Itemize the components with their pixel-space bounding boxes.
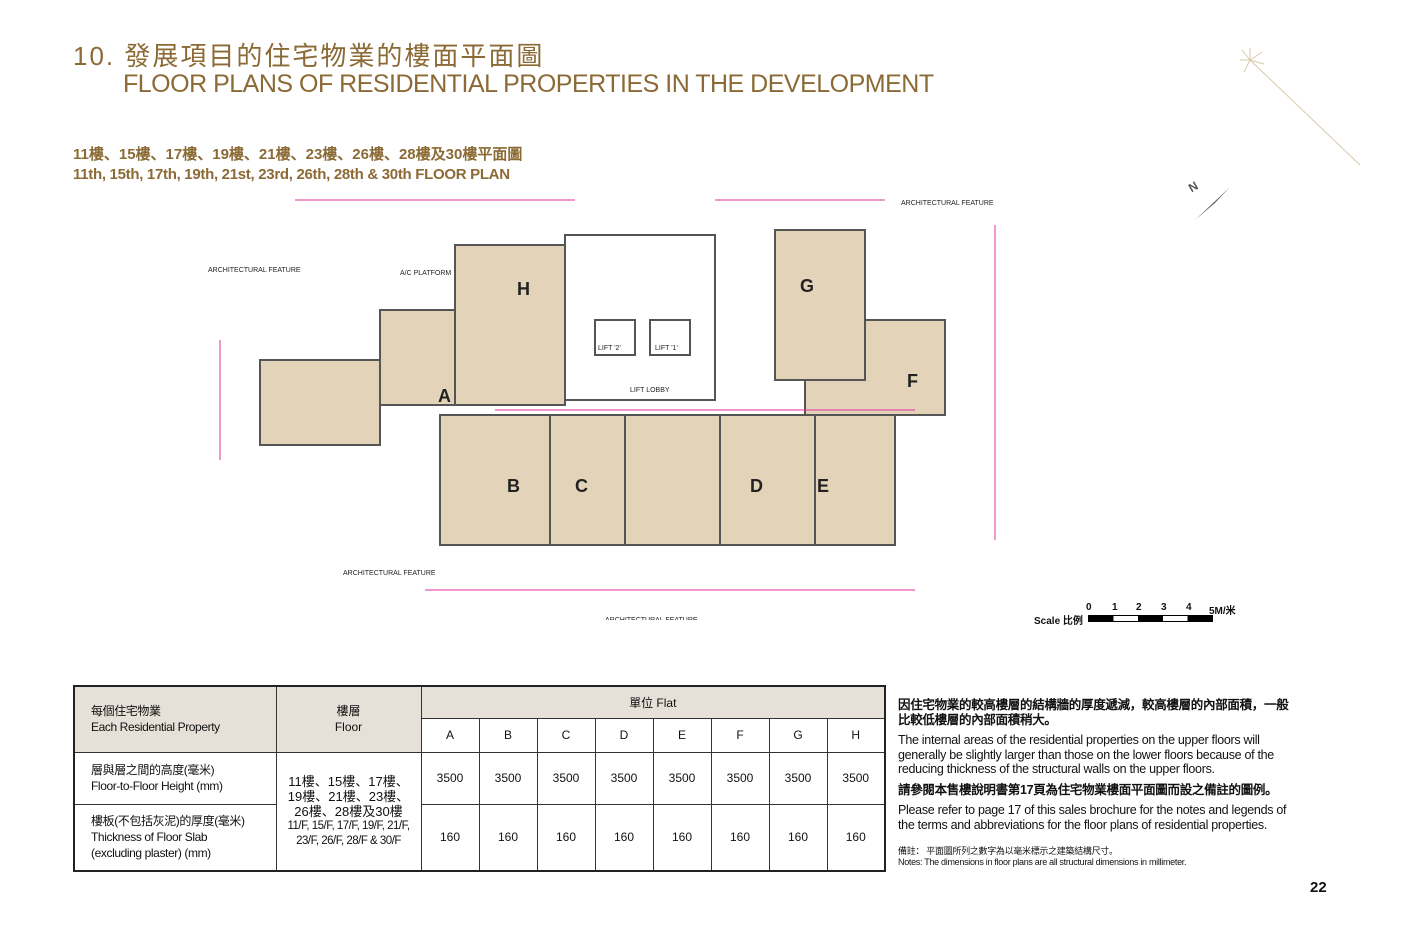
value-cell: 3500 — [594, 751, 654, 805]
flat-col-f: F — [710, 717, 770, 753]
unit-label-a: A — [438, 386, 451, 406]
flat-col-a: A — [420, 717, 480, 753]
floor-list-zh: 11樓、15樓、17樓、19樓、21樓、23樓、26樓、28樓及30樓 — [287, 773, 410, 819]
page-title-zh: 10. 發展項目的住宅物業的樓面平面圖 — [73, 41, 545, 71]
row-label-zh: 層與層之間的高度(毫米) — [91, 763, 215, 777]
scale-tick: 0 — [1086, 602, 1092, 613]
value-cell: 3500 — [478, 751, 538, 805]
scale-tick: 2 — [1136, 602, 1142, 613]
note-internal-area-en: The internal areas of the residential pr… — [898, 733, 1274, 776]
value-cell: 3500 — [652, 751, 712, 805]
value-cell: 3500 — [710, 751, 770, 805]
value-cell: 3500 — [826, 751, 886, 805]
value-cell: 160 — [420, 803, 480, 872]
plan-subtitle-en: 11th, 15th, 17th, 19th, 21st, 23rd, 26th… — [73, 166, 510, 183]
floor-plan: A B C D E F G H ARCHITECTURAL FEATURE AR… — [208, 199, 996, 620]
note-internal-area-zh: 因住宅物業的較高樓層的結構牆的厚度遞減，較高樓層的內部面積，一般比較低樓層的內部… — [898, 698, 1289, 727]
row-label-en-2: (excluding plaster) (mm) — [91, 846, 211, 861]
col1-header-zh: 每個住宅物業 — [91, 704, 161, 719]
arch-feature-label: ARCHITECTURAL FEATURE — [605, 617, 698, 620]
notes-panel: 因住宅物業的較高樓層的結構牆的厚度遞減，較高樓層的內部面積，一般比較低樓層的內部… — [898, 698, 1298, 868]
flat-col-d: D — [594, 717, 654, 753]
value-cell: 160 — [536, 803, 596, 872]
flat-col-e: E — [652, 717, 712, 753]
lift-lobby-label: LIFT LOBBY — [630, 387, 670, 394]
scale-tick: 5M/米 — [1209, 606, 1236, 617]
flat-col-b: B — [478, 717, 538, 753]
scale-label: Scale 比例 — [1034, 616, 1083, 627]
floor-list-en: 11/F, 15/F, 17/F, 19/F, 21/F, 23/F, 26/F… — [287, 819, 410, 847]
scale-tick: 4 — [1186, 602, 1192, 613]
dandelion-decoration — [1240, 48, 1361, 166]
unit-label-d: D — [750, 476, 763, 496]
ac-platform-label: A/C PLATFORM — [400, 270, 451, 277]
value-cell: 160 — [826, 803, 886, 872]
note-dimensions-en: Notes: The dimensions in floor plans are… — [898, 857, 1187, 867]
page-number: 22 — [1310, 879, 1327, 896]
value-cell: 160 — [652, 803, 712, 872]
unit-label-f: F — [907, 371, 918, 391]
scale-tick: 1 — [1112, 602, 1118, 613]
table-row: 樓板(不包括灰泥)的厚度(毫米)Thickness of Floor Slab(… — [73, 803, 886, 872]
scale-tick: 3 — [1161, 602, 1167, 613]
unit-label-b: B — [507, 476, 520, 496]
arch-feature-label: ARCHITECTURAL FEATURE — [901, 200, 994, 207]
value-cell: 160 — [768, 803, 828, 872]
note-dimensions-zh: 備註： 平面圖所列之數字為以毫米標示之建築結構尺寸。 — [898, 846, 1118, 856]
note-refer-en: Please refer to page 17 of this sales br… — [898, 803, 1287, 832]
page-title-en: FLOOR PLANS OF RESIDENTIAL PROPERTIES IN… — [123, 70, 934, 98]
value-cell: 160 — [478, 803, 538, 872]
lift-1-label: LIFT '1' — [655, 345, 678, 352]
unit-label-c: C — [575, 476, 588, 496]
flat-col-c: C — [536, 717, 596, 753]
value-cell: 3500 — [768, 751, 828, 805]
flat-header: 單位 Flat — [420, 685, 886, 719]
value-cell: 160 — [594, 803, 654, 872]
row-label-en: Thickness of Floor Slab — [91, 830, 208, 845]
col1-header-en: Each Residential Property — [91, 720, 220, 735]
note-refer-zh: 請參閱本售樓說明書第17頁為住宅物業樓面平面圖而設之備註的圖例。 — [898, 782, 1278, 797]
svg-text:N: N — [1186, 179, 1201, 195]
plan-subtitle-zh: 11樓、15樓、17樓、19樓、21樓、23樓、26樓、28樓及30樓平面圖 — [73, 146, 523, 163]
row-label-en: Floor-to-Floor Height (mm) — [91, 779, 223, 793]
value-cell: 160 — [710, 803, 770, 872]
table-row: 層與層之間的高度(毫米) Floor-to-Floor Height (mm) 1… — [73, 751, 886, 872]
arch-feature-label: ARCHITECTURAL FEATURE — [343, 570, 436, 577]
unit-label-g: G — [800, 276, 814, 296]
flat-col-g: G — [768, 717, 828, 753]
flat-col-h: H — [826, 717, 886, 753]
row-label-zh: 樓板(不包括灰泥)的厚度(毫米) — [91, 814, 245, 829]
floor-header-en: Floor — [334, 720, 363, 735]
unit-label-e: E — [817, 476, 829, 496]
value-cell: 3500 — [420, 751, 480, 805]
value-cell: 3500 — [536, 751, 596, 805]
floor-header-zh: 樓層 — [336, 704, 361, 719]
north-arrow-icon: N — [1186, 179, 1230, 220]
arch-feature-label: ARCHITECTURAL FEATURE — [208, 267, 301, 274]
lift-2-label: LIFT '2' — [598, 345, 621, 352]
unit-label-h: H — [517, 279, 530, 299]
